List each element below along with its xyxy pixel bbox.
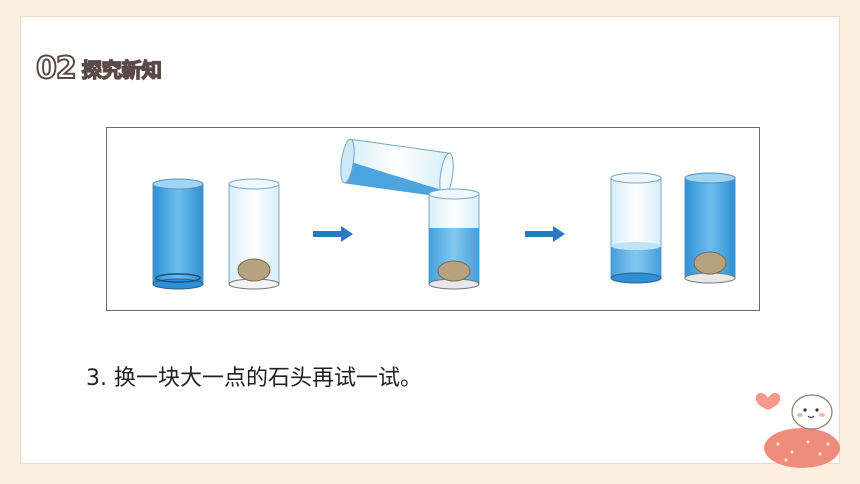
section-title: 探究新知 <box>81 57 162 82</box>
cup-receiving <box>428 188 480 290</box>
cup-remaining-water <box>610 172 662 284</box>
right-arrow-icon <box>525 226 565 242</box>
right-arrow-icon <box>313 226 353 242</box>
experiment-svg <box>152 138 736 290</box>
cat-mascot-icon <box>755 392 840 468</box>
heart-icon <box>755 392 781 410</box>
cup-full-stone <box>684 172 736 284</box>
cup-pouring <box>340 138 454 198</box>
section-header: 02 探究新知 <box>35 50 162 87</box>
instruction-text: 3. 换一块大一点的石头再试一试。 <box>86 366 422 391</box>
cup-empty-stone <box>228 178 280 290</box>
cup-full-water <box>152 178 204 290</box>
experiment-illustration <box>106 127 760 311</box>
stone <box>237 258 271 282</box>
section-number: 02 <box>35 50 78 87</box>
